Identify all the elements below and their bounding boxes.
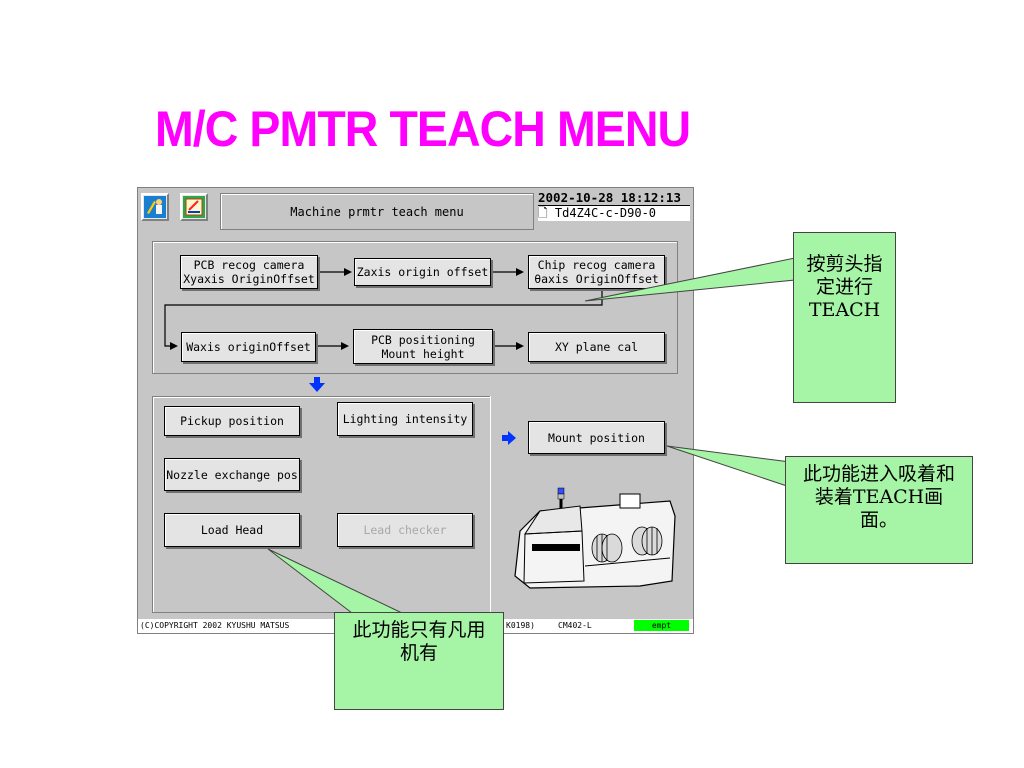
date-time: 2002-10-28 18:12:13 bbox=[538, 190, 681, 205]
flow-arrows bbox=[164, 268, 603, 445]
program-name: Td4Z4C-c-D90-0 bbox=[554, 206, 657, 220]
nozzle-exchange-pos-label: Nozzle exchange pos bbox=[166, 467, 298, 482]
chip-recog-camera-line2: θaxis OriginOffset bbox=[534, 272, 659, 286]
pcb-recog-camera-button[interactable]: PCB recog camera Xyaxis OriginOffset bbox=[180, 255, 318, 289]
datetime-panel: 2002-10-28 18:12:13 🗋 Td4Z4C-c-D90-0 bbox=[538, 190, 690, 221]
panel-divider bbox=[490, 396, 491, 612]
status-indicator: empt bbox=[634, 620, 689, 631]
pcb-positioning-line2: Mount height bbox=[381, 346, 465, 361]
lighting-intensity-label: Lighting intensity bbox=[342, 412, 468, 426]
zaxis-origin-offset-label: Zaxis origin offset bbox=[356, 265, 489, 279]
zaxis-origin-offset-button[interactable]: Zaxis origin offset bbox=[354, 258, 491, 286]
pcb-positioning-button[interactable]: PCB positioning Mount height bbox=[353, 329, 493, 364]
window-title: Machine prmtr teach menu bbox=[220, 193, 534, 230]
machine-model: CM402-L bbox=[558, 621, 592, 630]
waxis-origin-offset-label: Waxis originOffset bbox=[186, 340, 311, 354]
machine-screen: Machine prmtr teach menu 2002-10-28 18:1… bbox=[137, 187, 694, 634]
document-icon: 🗋 bbox=[538, 206, 548, 220]
down-arrow-icon bbox=[309, 377, 325, 392]
xy-plane-cal-button[interactable]: XY plane cal bbox=[528, 332, 665, 362]
lighting-intensity-button[interactable]: Lighting intensity bbox=[337, 402, 473, 436]
mount-position-label: Mount position bbox=[548, 430, 645, 445]
pcb-recog-camera-line2: Xyaxis OriginOffset bbox=[183, 272, 315, 286]
teach-callout: 按剪头指定进行TEACH bbox=[793, 232, 896, 403]
machine-illustration bbox=[514, 487, 676, 589]
lead-checker-button[interactable]: Lead checker bbox=[337, 513, 473, 547]
pickup-position-button[interactable]: Pickup position bbox=[164, 406, 300, 436]
pcb-positioning-line1: PCB positioning bbox=[371, 332, 475, 347]
load-head-callout: 此功能只有凡用机有 bbox=[334, 612, 504, 710]
lead-checker-label: Lead checker bbox=[363, 523, 447, 537]
operator-tool-icon[interactable] bbox=[141, 193, 169, 221]
load-head-button[interactable]: Load Head bbox=[164, 513, 300, 547]
program-name-row: 🗋 Td4Z4C-c-D90-0 bbox=[538, 205, 690, 221]
mount-position-button[interactable]: Mount position bbox=[528, 421, 665, 454]
footer-code: K0198) bbox=[506, 621, 535, 630]
pickup-position-label: Pickup position bbox=[180, 414, 284, 428]
chip-recog-camera-button[interactable]: Chip recog camera θaxis OriginOffset bbox=[528, 255, 665, 289]
flow-panel bbox=[152, 241, 678, 374]
pcb-recog-camera-line1: PCB recog camera bbox=[193, 258, 305, 272]
right-arrow-icon bbox=[502, 431, 516, 445]
teach-panel-icon[interactable] bbox=[180, 193, 208, 221]
copyright-text: (C)COPYRIGHT 2002 KYUSHU MATSUS bbox=[140, 621, 290, 630]
xy-plane-cal-label: XY plane cal bbox=[554, 340, 639, 354]
load-head-label: Load Head bbox=[200, 523, 264, 537]
nozzle-exchange-pos-button[interactable]: Nozzle exchange pos bbox=[164, 458, 300, 491]
chip-recog-camera-line1: Chip recog camera bbox=[537, 258, 656, 272]
pickup-mount-callout: 此功能进入吸着和装着TEACH画面。 bbox=[785, 456, 973, 564]
waxis-origin-offset-button[interactable]: Waxis originOffset bbox=[181, 332, 316, 362]
slide-title: M/C PMTR TEACH MENU bbox=[155, 101, 691, 157]
arrow-head bbox=[344, 268, 352, 276]
